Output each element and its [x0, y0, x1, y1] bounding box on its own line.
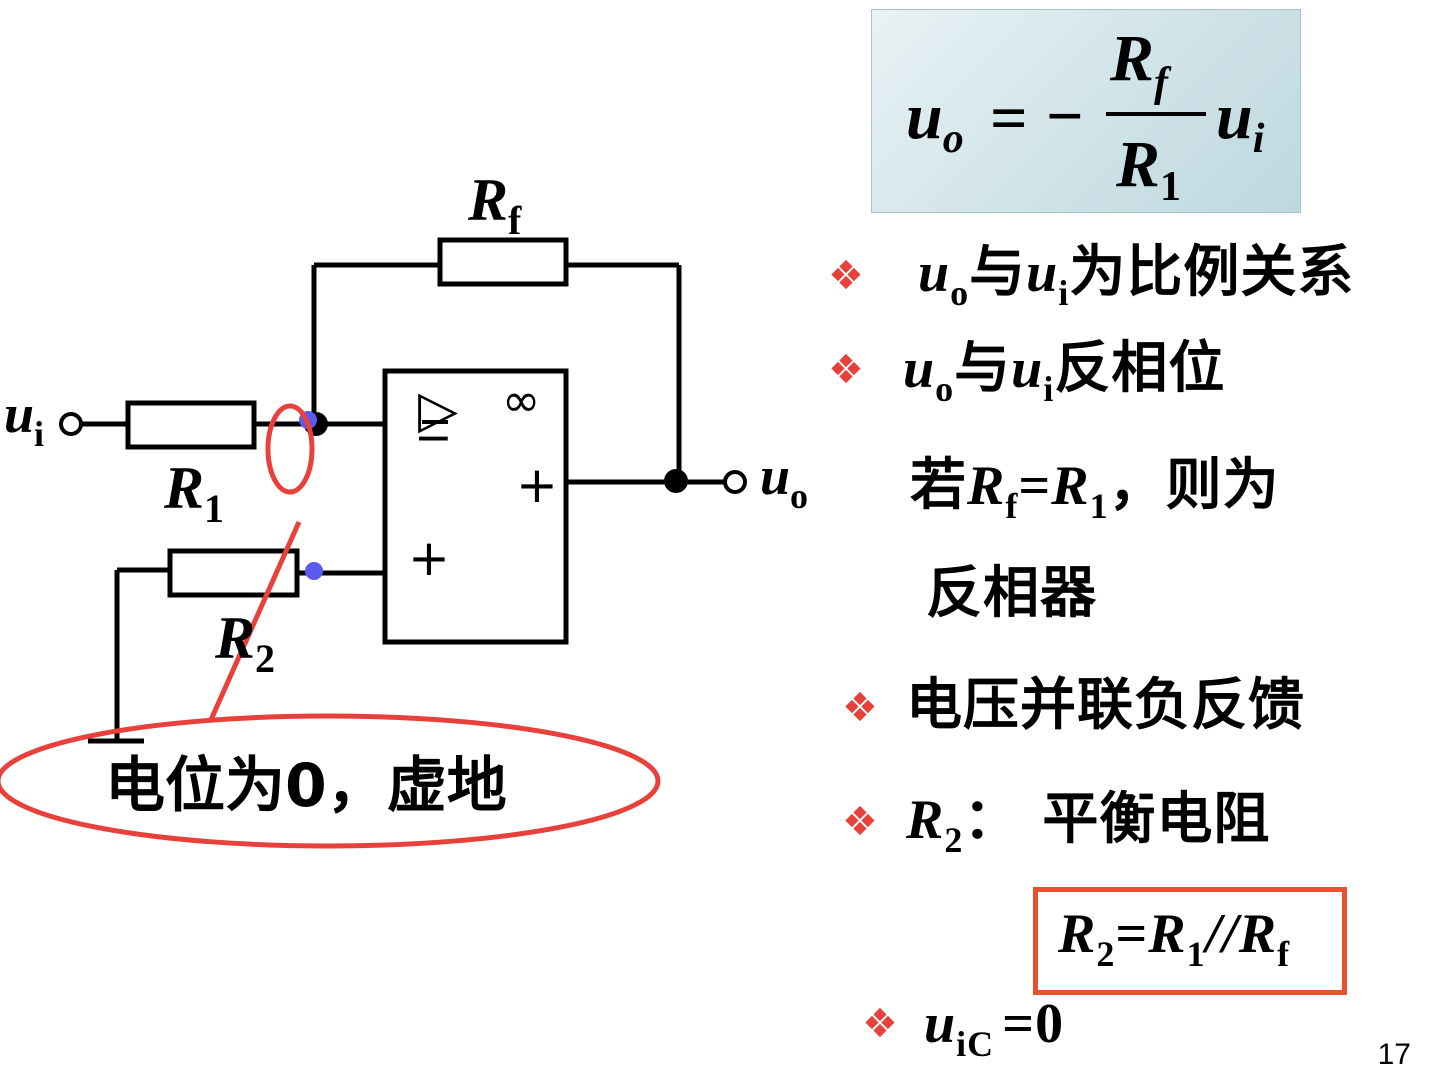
non-inverting-node-dot — [305, 562, 323, 580]
circuit-wires — [82, 262, 727, 744]
formula-minus: − — [1046, 80, 1084, 153]
opamp-noninverting-sign: + — [408, 529, 450, 587]
page-number: 17 — [1377, 1038, 1411, 1071]
uo-label: uo — [760, 446, 808, 516]
bullet-anti-phase: uo与ui反相位 — [903, 336, 1226, 409]
formula-numerator: Rf — [1110, 22, 1169, 106]
node-highlight-ellipse — [265, 403, 315, 495]
resistor-r1 — [125, 400, 257, 450]
inverter-note: 若Rf=R1，则为 — [910, 453, 1280, 526]
balance-resistor-formula: R2=R1//Rf — [1058, 903, 1291, 974]
virtual-ground-ellipse — [0, 713, 661, 849]
resistor-rf — [437, 237, 569, 287]
opamp-triangle-symbol: ▷ — [418, 380, 458, 440]
op-amp-box — [382, 368, 569, 645]
r2-label: R2 — [214, 605, 275, 681]
bullet-proportional: uo与ui为比例关系 — [918, 240, 1355, 313]
bullet-icon: ❖ — [862, 1001, 898, 1047]
formula-denominator: R1 — [1116, 128, 1182, 210]
ui-label: ui — [4, 384, 44, 454]
annotation-slash — [207, 520, 302, 724]
formula-rhs: ui — [1216, 80, 1265, 162]
formula-equals: = — [990, 82, 1028, 155]
bullet-balance-resistor: R2：平衡电阻 — [906, 787, 1271, 860]
r1-label: R1 — [163, 455, 224, 531]
rf-label: Rf — [467, 167, 522, 243]
bullet-feedback-type: 电压并联负反馈 — [906, 673, 1305, 738]
input-terminal — [59, 412, 83, 436]
bullet-icon: ❖ — [842, 799, 878, 845]
balance-resistor-formula-box — [1033, 887, 1347, 995]
formula-fraction-line — [1106, 112, 1206, 116]
opamp-inverting-sign: − — [414, 410, 453, 464]
bullet-icon: ❖ — [828, 253, 864, 299]
bullet-icon: ❖ — [842, 685, 878, 731]
op-amp-circuit: Rf R1 R2 ui uo ▷ ∞ − + + 电位为0，虚地 — [0, 167, 808, 849]
formula-lhs: uo — [906, 80, 964, 162]
gain-formula-box — [871, 9, 1301, 213]
output-junction-dot — [664, 469, 688, 493]
bullet-icon: ❖ — [828, 347, 864, 393]
bullet-common-mode-input: uiC=0 — [924, 993, 1065, 1064]
virtual-ground-label: 电位为0，虚地 — [105, 751, 507, 821]
inverter-note-line2: 反相器 — [926, 561, 1097, 626]
opamp-infinity-symbol: ∞ — [502, 373, 540, 427]
opamp-output-plus-sign: + — [516, 456, 558, 514]
output-terminal — [723, 470, 747, 494]
